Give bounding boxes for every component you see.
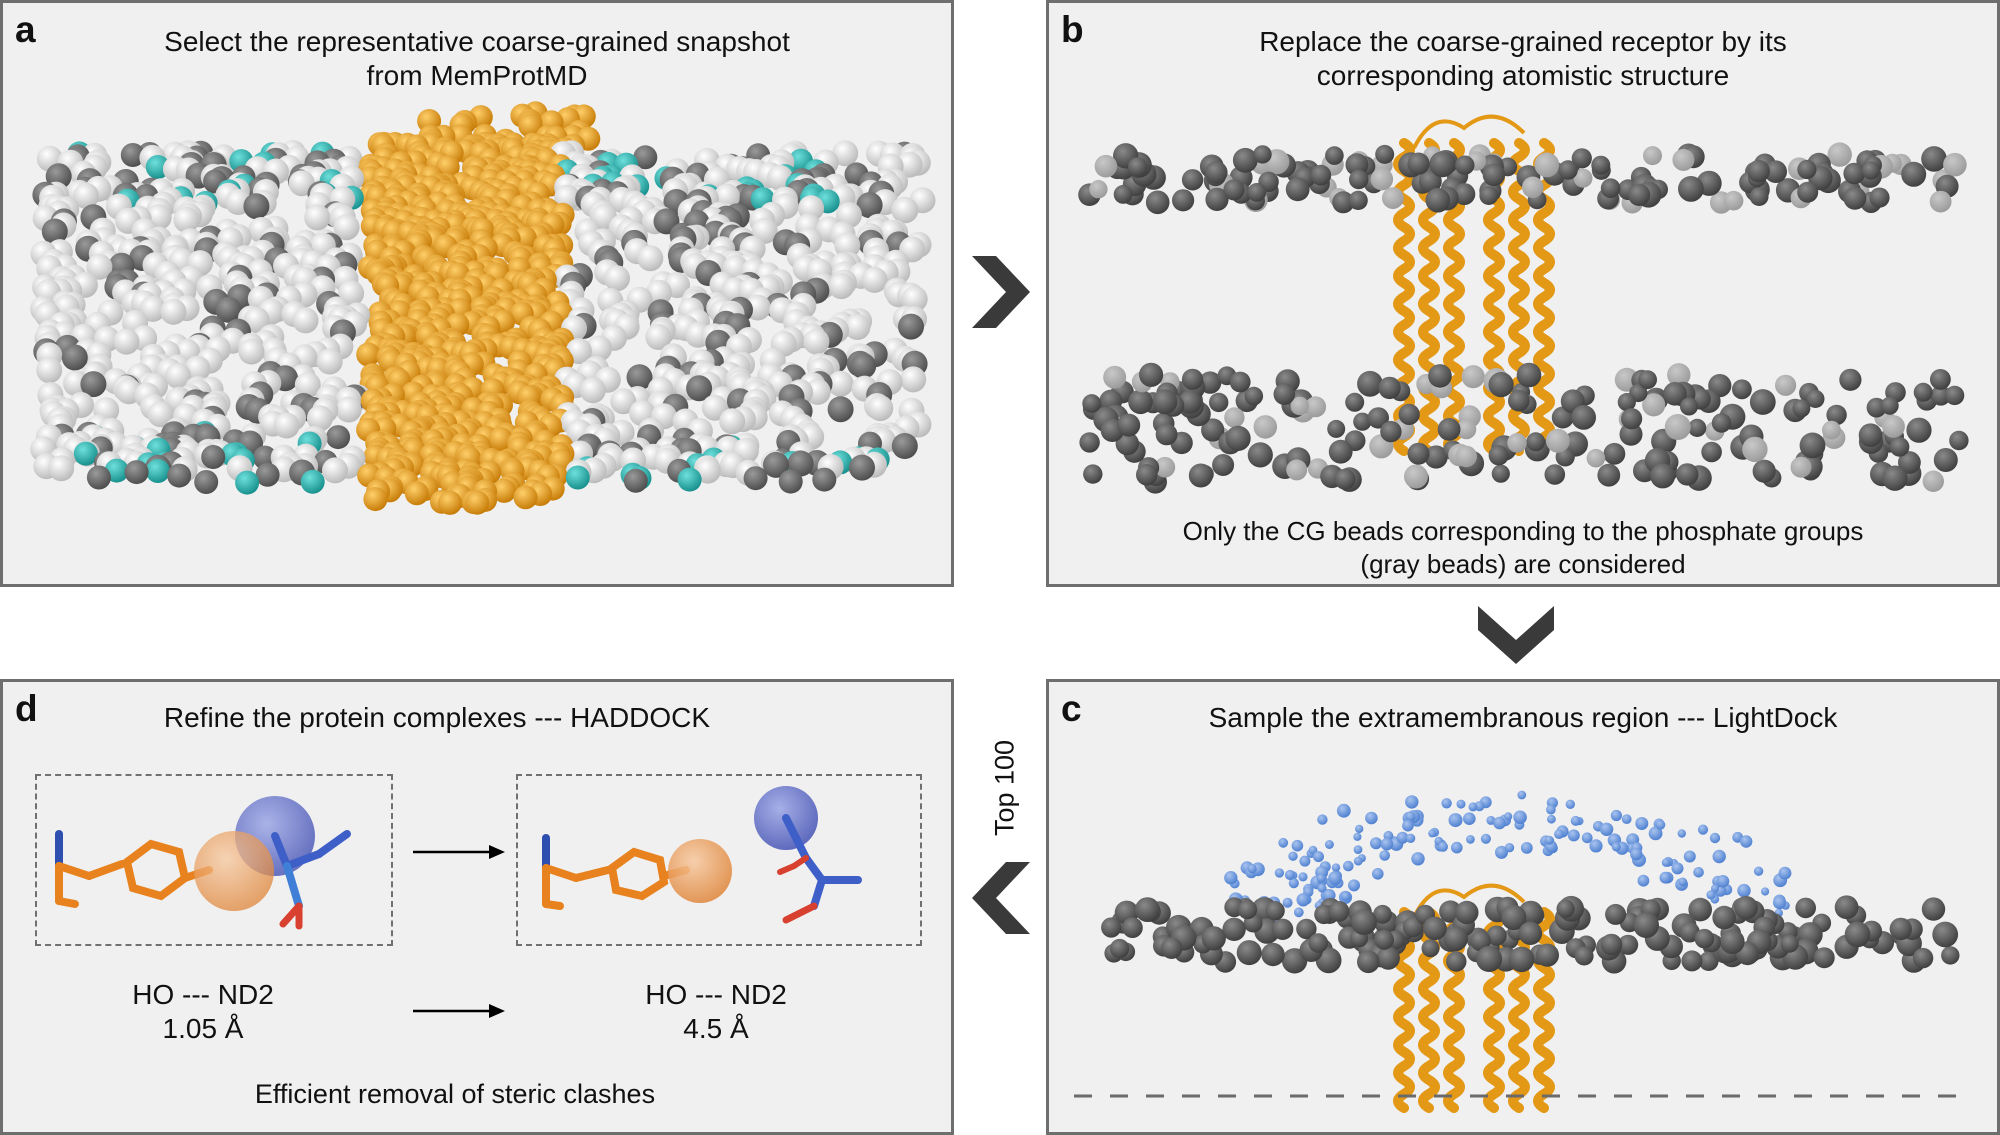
panel-letter-c: c [1061,688,1082,729]
panel-b-caption-line2: (gray beads) are considered [1360,549,1686,579]
coarse-grained-membrane-illustration [30,101,936,515]
panel-b-caption: Only the CG beads corresponding to the p… [1049,515,1997,581]
chevron-down-icon [1478,606,1554,664]
distance-before-value: 1.05 Å [162,1013,244,1044]
panel-a-title-line2: from MemProtMD [366,60,588,91]
distance-before-label: HO --- ND2 [132,979,274,1010]
clash-after-molecule-illustration [542,786,862,924]
panel-letter-a: a [15,9,36,50]
panel-b-title: Replace the coarse-grained receptor by i… [1109,25,1937,93]
panel-b-caption-line1: Only the CG beads corresponding to the p… [1182,516,1864,546]
chevron-right-icon [972,256,1030,328]
panel-b: b Replace the coarse-grained receptor by… [1046,0,2000,587]
distance-after-value: 4.5 Å [683,1013,749,1044]
panel-letter-d: d [15,688,38,729]
panel-b-title-line2: corresponding atomistic structure [1316,60,1730,91]
right-arrow-icon [413,1004,505,1018]
distance-after: HO --- ND2 4.5 Å [586,978,846,1046]
right-arrow-icon [413,845,505,859]
top-100-label: Top 100 [989,739,1020,837]
panel-c: c Sample the extramembranous region --- … [1046,679,2000,1135]
clash-before-molecule-illustration [55,796,351,930]
panel-c-title: Sample the extramembranous region --- Li… [1208,702,1838,733]
panel-d: d Refine the protein complexes --- HADDO… [0,679,954,1135]
panel-a: a Select the representative coarse-grain… [0,0,954,587]
atomistic-receptor-illustration [1078,114,1969,494]
panel-b-title-line1: Replace the coarse-grained receptor by i… [1259,26,1787,57]
panel-a-title-line1: Select the representative coarse-grained… [164,26,790,57]
panel-a-title: Select the representative coarse-grained… [63,25,891,93]
panel-d-footer: Efficient removal of steric clashes [254,1079,656,1109]
panel-letter-b: b [1061,9,1084,50]
lightdock-sampling-illustration [1074,790,1969,1113]
clash-before-box [35,774,393,946]
distance-before: HO --- ND2 1.05 Å [73,978,333,1046]
panel-d-title: Refine the protein complexes --- HADDOCK [163,702,711,733]
clash-after-box [516,774,922,946]
distance-after-label: HO --- ND2 [645,979,787,1010]
chevron-left-icon [972,862,1030,934]
